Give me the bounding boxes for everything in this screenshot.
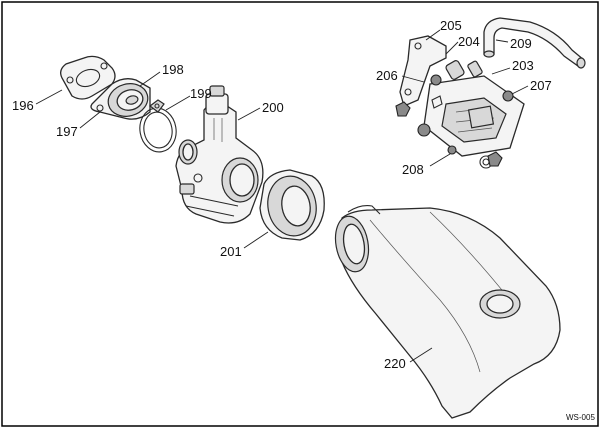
leader-220 xyxy=(409,347,433,363)
leader-209 xyxy=(495,39,509,43)
label-203: 203 xyxy=(512,58,534,73)
leader-207 xyxy=(511,85,529,95)
part-208-screw xyxy=(447,145,457,155)
label-207: 207 xyxy=(530,78,552,93)
label-204: 204 xyxy=(458,34,480,49)
part-209-hose xyxy=(483,17,586,69)
part-206-screw xyxy=(417,123,431,137)
leader-205 xyxy=(425,29,441,41)
label-206: 206 xyxy=(376,68,398,83)
part-204-screw xyxy=(430,74,442,86)
label-220: 220 xyxy=(384,356,406,371)
part-220-airbox xyxy=(334,205,561,419)
figure-code: WS-005 xyxy=(566,413,595,422)
label-198: 198 xyxy=(162,62,184,77)
part-201-sleeve xyxy=(259,169,325,241)
leader-197 xyxy=(79,111,101,129)
part-196-gasket xyxy=(60,55,116,100)
leader-200 xyxy=(237,107,261,121)
part-labels: 196 197 198 199 200 201 203 204 205 206 … xyxy=(12,18,552,371)
label-209: 209 xyxy=(510,36,532,51)
label-200: 200 xyxy=(262,100,284,115)
leader-lines xyxy=(35,29,529,363)
label-196: 196 xyxy=(12,98,34,113)
part-197-manifold xyxy=(90,78,151,120)
label-197: 197 xyxy=(56,124,78,139)
leader-199 xyxy=(165,95,191,111)
leader-204 xyxy=(445,41,459,55)
label-205: 205 xyxy=(440,18,462,33)
label-201: 201 xyxy=(220,244,242,259)
leader-208 xyxy=(429,153,451,167)
part-200-carburetor xyxy=(175,85,264,224)
leader-198 xyxy=(139,71,161,87)
leader-203 xyxy=(491,67,511,75)
label-208: 208 xyxy=(402,162,424,177)
leader-201 xyxy=(243,231,269,249)
part-205-bracket xyxy=(399,35,447,107)
leader-196 xyxy=(35,89,63,105)
part-199-clamp xyxy=(139,99,177,153)
label-199: 199 xyxy=(190,86,212,101)
leader-206 xyxy=(401,75,425,83)
part-207-screw xyxy=(502,90,514,102)
part-reed-valve-assembly xyxy=(395,35,525,169)
